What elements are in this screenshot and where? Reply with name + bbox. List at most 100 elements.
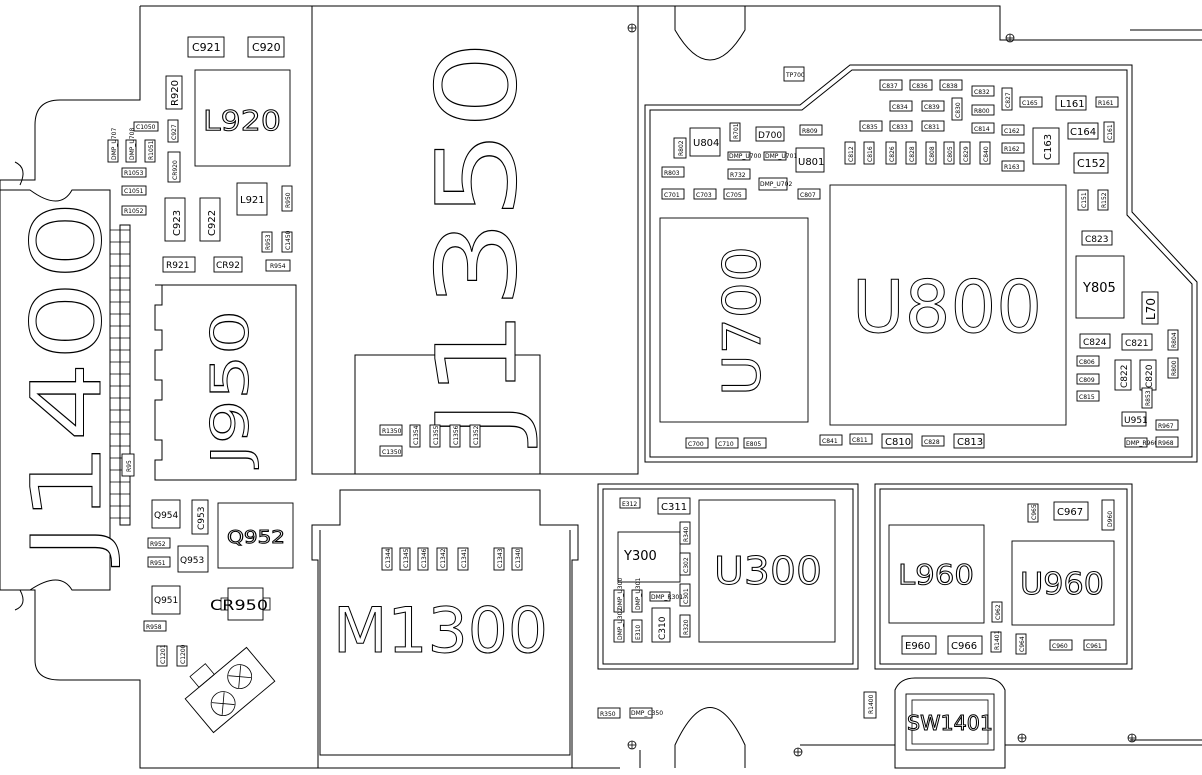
dmp-u301-label: DMP_U301 [635, 578, 642, 610]
c806-label: C806 [1079, 359, 1095, 366]
r340-label: R340 [683, 526, 690, 542]
r951-label: R951 [150, 560, 166, 567]
m1300-label: M1300 [333, 594, 548, 667]
c840-label: C840 [983, 146, 990, 162]
c920-label: C920 [252, 41, 281, 54]
cr950-diode: CR950 [210, 587, 271, 621]
tp700-label: TP700 [785, 72, 805, 79]
j1400-connector: J1400 [11, 200, 131, 567]
m1300-module: M1300 [311, 489, 579, 769]
l70-label: L70 [1144, 298, 1158, 320]
c814-label: C814 [974, 126, 990, 133]
c1342-label: C1342 [440, 548, 447, 568]
e805-label: E805 [746, 441, 761, 448]
r958-label: R958 [146, 624, 162, 631]
r804-label: R804 [1171, 332, 1178, 348]
j950-connector: J950 [154, 284, 297, 481]
c1341-label: C1341 [461, 548, 468, 568]
c821-label: C821 [1125, 339, 1148, 349]
r152-label: R152 [1101, 192, 1108, 208]
dmp-u707-label: DMP_U707 [111, 128, 118, 160]
d700-label: D700 [758, 131, 782, 141]
c826-label: C826 [889, 146, 896, 162]
l960-label: L960 [898, 558, 974, 591]
q954-label: Q954 [154, 511, 179, 521]
r809-label: R809 [802, 128, 818, 135]
q952-transistor: Q952 [217, 502, 294, 569]
c165-label: C165 [1022, 100, 1038, 107]
q953-label: Q953 [180, 556, 204, 566]
c837-label: C837 [882, 83, 898, 90]
d960-label: D960 [1107, 511, 1114, 527]
u951-label: U951 [1124, 416, 1148, 426]
c953-label: C953 [197, 507, 207, 530]
c302-label: C302 [683, 557, 690, 573]
r953-label: R953 [265, 234, 272, 250]
c163-label: C163 [1043, 134, 1054, 160]
c1350-label: C1350 [382, 449, 402, 456]
r732-label: R732 [730, 172, 746, 179]
c1344-label: C1344 [385, 548, 392, 568]
c161-label: C161 [1107, 124, 1114, 140]
shield-u800-region: U700 U800 Y805 L70 C164 C152 C163 L161 C… [644, 64, 1198, 463]
u300-label: U300 [714, 549, 822, 593]
e310-label: E310 [635, 625, 642, 640]
l921-label: L921 [240, 195, 265, 206]
c830-label: C830 [955, 102, 962, 118]
j1350-small-components: R1350 C1350 C1354 C1355 C1356 C1352 [379, 424, 481, 457]
c815-label: C815 [1079, 394, 1095, 401]
cr920-label: CR920 [172, 160, 179, 180]
cr92-label: CR92 [216, 261, 240, 271]
c960-label: C960 [1052, 643, 1068, 650]
c820-label: C820 [1145, 364, 1155, 388]
r968-label: R968 [1158, 440, 1174, 447]
r803-label: R803 [664, 170, 680, 177]
shield-u300-region: U300 Y300 C311 E312 C310 R340 C302 C301 … [597, 483, 859, 670]
c809-label: C809 [1079, 377, 1095, 384]
c835-label: C835 [862, 124, 878, 131]
q952-label: Q952 [227, 527, 285, 548]
c824-label: C824 [1083, 338, 1107, 348]
c1343-label: C1343 [497, 548, 504, 568]
r95-label: R95 [126, 460, 133, 472]
c1354-label: C1354 [413, 425, 420, 445]
l920-inductor: L920 [194, 69, 291, 167]
switch-part-bottom-left [184, 646, 276, 734]
l161-label: L161 [1060, 99, 1085, 110]
dmp-r960-label: DMP_R960 [1126, 440, 1158, 447]
c839-label: C839 [924, 104, 940, 111]
r1400-label: R1400 [868, 694, 875, 714]
dmp-u300-label: DMP_U300 [617, 578, 624, 610]
c164-label: C164 [1070, 127, 1096, 138]
c833-label: C833 [892, 124, 908, 131]
c829-label: C829 [963, 146, 970, 162]
c1346-label: C1346 [421, 548, 428, 568]
cr950-label: CR950 [210, 598, 268, 614]
c823-label: C823 [1085, 235, 1108, 245]
c961-label: C961 [1086, 643, 1102, 650]
c700-label: C700 [688, 441, 704, 448]
c1201-label: C1201 [160, 644, 167, 664]
c1200-label: C1200 [180, 644, 187, 664]
c922-label: C922 [207, 210, 218, 236]
c962-label: C962 [995, 604, 1002, 620]
c701-label: C701 [664, 192, 680, 199]
r800b-label: R800 [1171, 360, 1178, 376]
r1401-label: R1401 [994, 630, 1001, 650]
c301-label: C301 [683, 588, 690, 604]
c810-label: C810 [885, 437, 911, 448]
c152-label: C152 [1077, 157, 1106, 170]
c828b-label: C828 [924, 439, 940, 446]
dmp-u701-label: DMP_U701 [765, 153, 797, 160]
dmp-u708-label: DMP_U708 [129, 128, 136, 160]
r954-label: R954 [270, 263, 286, 270]
c1340-label: C1340 [515, 548, 522, 568]
r163-label: R163 [1004, 164, 1020, 171]
c811-label: C811 [852, 437, 868, 444]
e312-label: E312 [622, 501, 637, 508]
sw1401-label: SW1401 [907, 711, 993, 735]
r800-label: R800 [974, 108, 990, 115]
c1352-label: C1352 [473, 425, 480, 445]
j950-label: J950 [201, 310, 261, 469]
c921-label: C921 [192, 41, 221, 54]
